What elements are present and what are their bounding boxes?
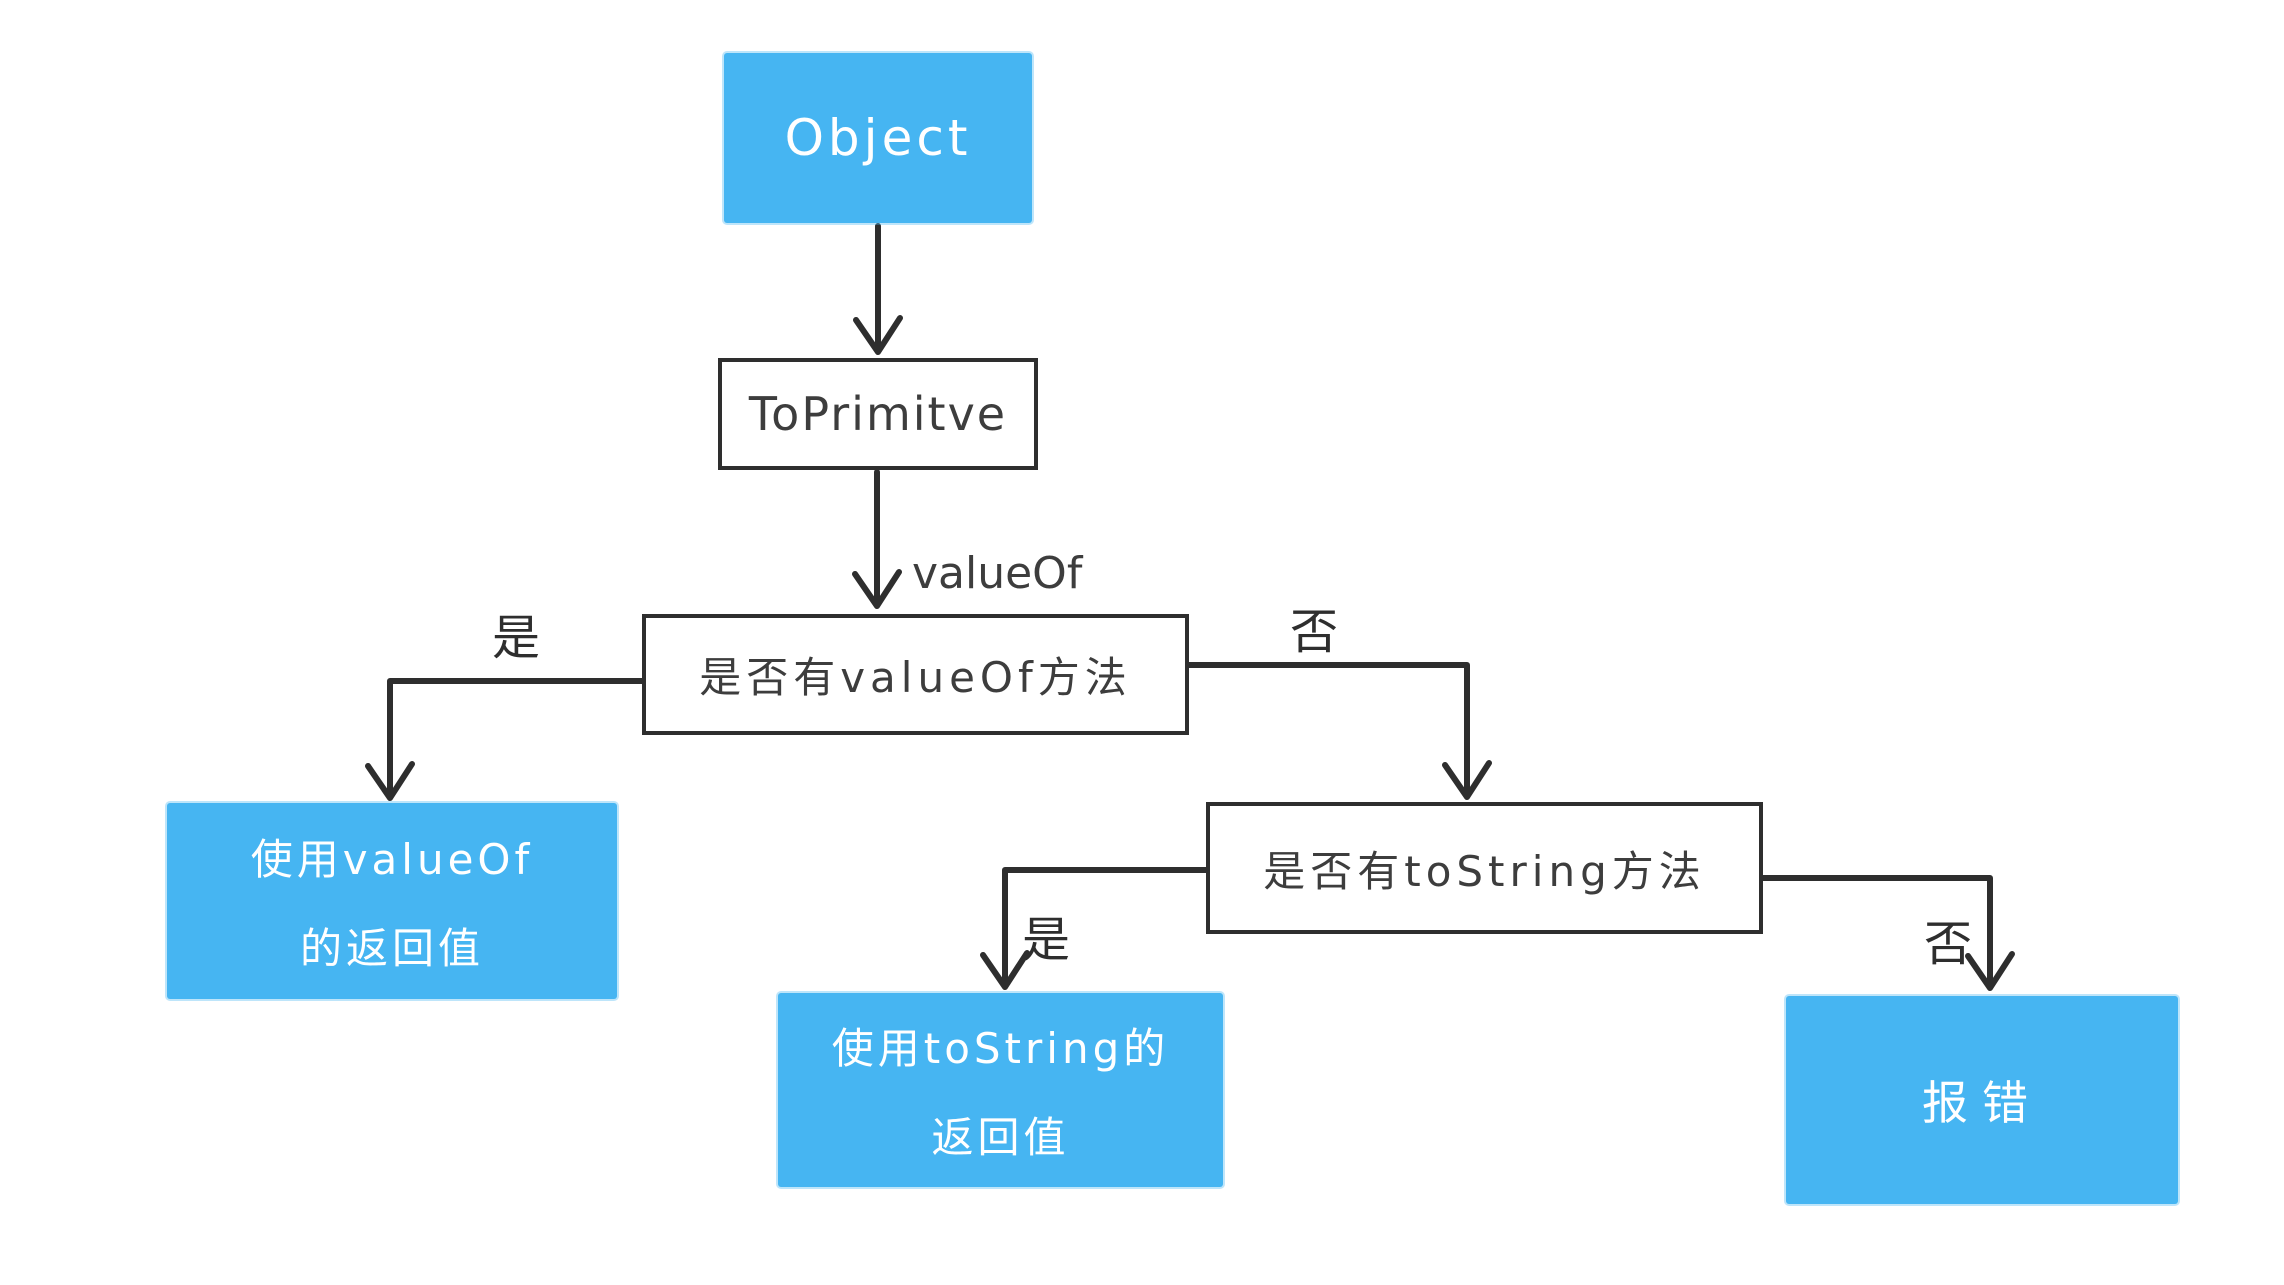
node-object-label: Object [784, 109, 972, 167]
arrow-object-to-toprimitive [853, 223, 903, 355]
arrow-toprimitive-to-valueof-check [852, 469, 902, 609]
node-use-valueof: 使用valueOf 的返回值 [167, 803, 617, 999]
node-error-label: 报错 [1922, 1076, 2042, 1130]
node-use-valueof-line2: 的返回值 [299, 924, 484, 973]
edge-label-valueof: valueOf [912, 548, 1083, 599]
node-toprimitive: ToPrimitve [718, 358, 1038, 470]
node-tostring-check: 是否有toString方法 [1206, 802, 1763, 934]
arrow-tostring-yes-branch [980, 867, 1209, 990]
node-use-valueof-line1: 使用valueOf [250, 835, 534, 884]
edge-label-valueof-yes: 是 [492, 610, 541, 666]
node-toprimitive-label: ToPrimitve [748, 387, 1008, 441]
arrow-valueof-no-branch [1186, 662, 1492, 800]
node-error: 报错 [1786, 996, 2178, 1204]
node-valueof-check: 是否有valueOf方法 [642, 614, 1189, 735]
node-tostring-check-label: 是否有toString方法 [1263, 846, 1706, 896]
edge-label-valueof-no: 否 [1290, 604, 1339, 660]
node-object: Object [724, 53, 1032, 223]
edge-label-tostring-no: 否 [1924, 916, 1973, 972]
node-use-tostring-line1: 使用toString的 [831, 1024, 1170, 1073]
node-valueof-check-label: 是否有valueOf方法 [699, 653, 1132, 702]
edge-label-tostring-yes: 是 [1022, 912, 1071, 968]
arrow-valueof-yes-branch [365, 678, 645, 801]
node-use-tostring: 使用toString的 返回值 [778, 993, 1223, 1187]
arrow-tostring-no-branch [1760, 875, 2015, 991]
node-use-tostring-line2: 返回值 [931, 1113, 1070, 1162]
